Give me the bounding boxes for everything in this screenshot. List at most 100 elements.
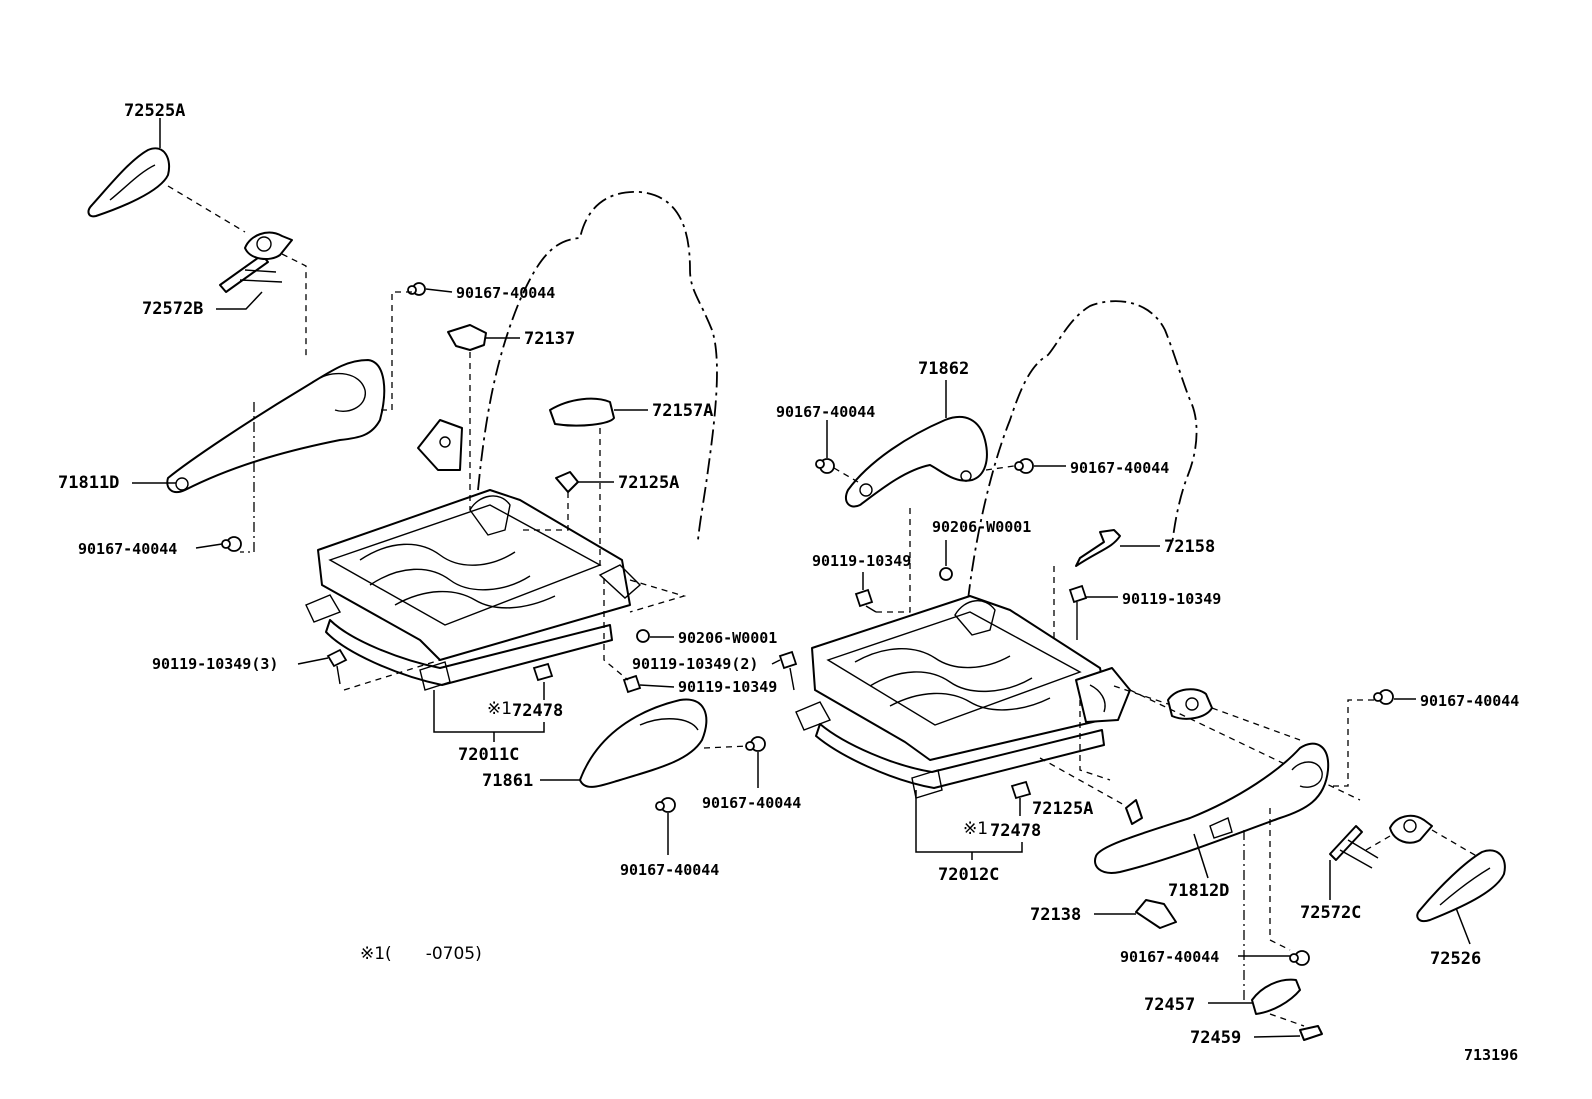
label-72459: 72459 [1190,1028,1241,1048]
right-seatback-outline [967,300,1198,601]
label-90167-a: 90167-40044 [456,284,555,302]
leader-90119-a [639,684,675,688]
seat-frame-right [795,595,1131,799]
label-72478-a: 72478 [512,701,563,721]
dash-90167-g [1330,699,1374,787]
label-72138: 72138 [1030,905,1081,925]
bolt-90167-g [1373,689,1394,705]
leader-72572B [216,291,263,310]
nut-72478-b [1010,780,1032,800]
dash-90119-b [876,506,911,613]
dash-frame-left [629,579,687,613]
leader-71812D [1193,833,1209,879]
bolt-90167-e [815,458,835,474]
left-seatback-outline [477,191,718,541]
label-90119-a: 90119-10349 [678,678,777,696]
dash-90167-a [376,291,412,411]
bolt-90167-c [745,736,766,752]
dash-72125A-left [520,492,569,531]
bolt-90167-h [1289,950,1310,966]
bracket-72012C [915,790,1023,853]
dash-knob-left [167,185,246,233]
dash-90119-3 [343,659,441,691]
spring-72572C [1329,825,1379,869]
label-71862: 71862 [918,359,969,379]
label-72478-b: 72478 [990,821,1041,841]
label-90119-c: 90119-10349 [1122,590,1221,608]
recliner-hub-right [1167,688,1213,720]
bracket-72011C [433,690,545,733]
label-90119-2: 90119-10349(2) [632,655,758,673]
clip-72459 [1299,1025,1323,1041]
dash-72459 [1269,1013,1305,1027]
label-90167-d: 90167-40044 [620,861,719,879]
leader-90167-b [195,543,223,549]
footnote: ※1( -0705) [360,944,482,964]
label-71861: 71861 [482,771,533,791]
cam-plate-left [244,231,293,261]
leader-72526 [1455,907,1471,945]
bracket-72158 [1075,529,1121,567]
leader-90119-3 [297,657,329,665]
label-72157A: 72157A [652,401,713,421]
label-72572B: 72572B [142,299,203,319]
label-72011C: 72011C [458,745,519,765]
dash-90167-e [833,467,859,483]
clip-72137 [447,324,487,351]
spring-72572B [219,254,283,293]
label-72125A-right: 72125A [1032,799,1093,819]
nut-90206-a [636,629,650,643]
label-90167-g: 90167-40044 [1420,692,1519,710]
label-72457: 72457 [1144,995,1195,1015]
seat-frame-left [305,489,642,691]
label-90206-a: 90206-W0001 [678,629,777,647]
mark-72478-a: ※1 [487,699,512,719]
dash-90167-b [240,402,255,553]
cover-71862 [844,415,988,508]
leader-72459 [1253,1035,1301,1038]
dash-cam-left [281,253,307,360]
label-90119-3: 90119-10349(3) [152,655,278,673]
dash-72125A-right [1039,700,1127,807]
bolt-90167-b [221,536,242,552]
nut-90206-b [939,567,953,581]
bolt-90119-b [854,588,877,613]
cam-plate-right [1389,814,1433,844]
leader-90167-a [425,288,453,293]
bolt-90119-3 [326,648,348,685]
clip-72125A-left [555,471,579,493]
label-71811D: 71811D [58,473,119,493]
label-90119-b: 90119-10349 [812,552,911,570]
bolt-90167-a [407,282,426,296]
bolt-90167-d [655,797,676,813]
label-90167-h: 90167-40044 [1120,948,1219,966]
dash-90167-f [985,465,1015,471]
leader-90119-2 [771,659,781,665]
clip-72138 [1135,899,1177,929]
dash-90167-c [703,745,749,749]
knob-72525A [87,147,170,218]
label-90167-b: 90167-40044 [78,540,177,558]
label-90167-c: 90167-40044 [702,794,801,812]
nut-72478-a [532,662,554,682]
clip-72125A-right [1125,799,1143,825]
dash-90167-h [1269,808,1291,951]
label-72572C: 72572C [1300,903,1361,923]
label-90167-e: 90167-40044 [776,403,875,421]
bolt-90167-f [1014,458,1034,474]
cover-71811D [166,359,386,494]
bracket-plate-left [417,419,463,471]
bolt-90119-c [1068,584,1088,640]
knob-72526 [1416,849,1506,922]
label-72137: 72137 [524,329,575,349]
bolt-90119-2 [778,650,798,691]
cover-72157A [549,397,615,427]
label-72158: 72158 [1164,537,1215,557]
label-72125A-left: 72125A [618,473,679,493]
figure-number: 713196 [1464,1046,1518,1064]
cover-71861 [579,698,708,788]
dash-cam-right [1365,829,1481,859]
label-72525A: 72525A [124,101,185,121]
mark-72478-b: ※1 [963,819,988,839]
